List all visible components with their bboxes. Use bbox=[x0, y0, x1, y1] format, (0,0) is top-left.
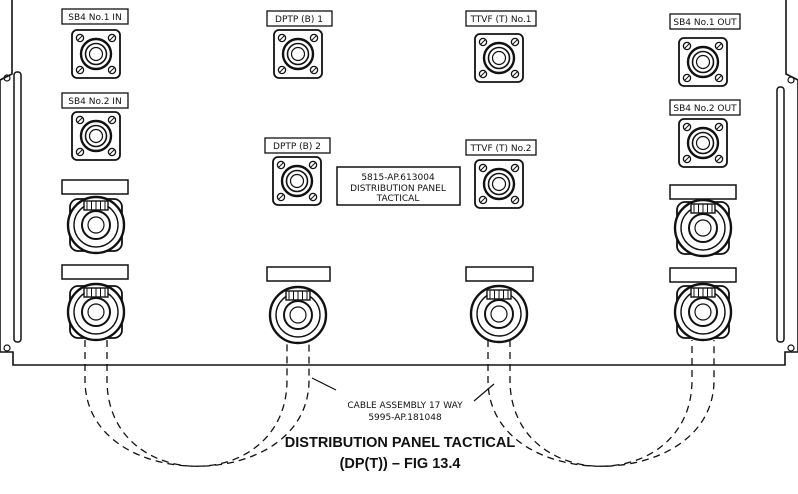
svg-text:DPTP (B) 2: DPTP (B) 2 bbox=[273, 142, 321, 152]
connector-sb4-no2-in bbox=[71, 111, 121, 161]
cable-leader-line bbox=[473, 383, 495, 402]
label-dptp-b-1: DPTP (B) 1 bbox=[266, 10, 333, 27]
connector-plugged-left-upper bbox=[66, 195, 126, 255]
connector-ttvf-t-no1 bbox=[474, 33, 524, 83]
connector-plugged-right-lower bbox=[673, 282, 733, 342]
connector-plugged-centre-right bbox=[469, 284, 529, 344]
cable-assembly-label: CABLE ASSEMBLY 17 WAY bbox=[347, 401, 463, 411]
panel-outline bbox=[0, 0, 798, 366]
label-ttvf-t-no1: TTVF (T) No.1 bbox=[465, 10, 537, 27]
svg-text:5815-AP.613004: 5815-AP.613004 bbox=[361, 173, 435, 183]
connector-dptp-b-1 bbox=[273, 29, 323, 79]
blank-label-plate bbox=[61, 179, 129, 195]
label-sb4-no2-in: SB4 No.2 IN bbox=[61, 92, 129, 109]
connector-plugged-left-lower bbox=[66, 282, 126, 342]
connector-ttvf-t-no2 bbox=[474, 159, 524, 209]
nameplate: 5815-AP.613004 DISTRIBUTION PANEL TACTIC… bbox=[336, 166, 461, 206]
right-handle bbox=[776, 86, 785, 343]
mount-slot bbox=[787, 344, 795, 352]
connector-plugged-centre-left bbox=[268, 285, 328, 345]
connector-sb4-no2-out bbox=[678, 118, 728, 168]
svg-text:TACTICAL: TACTICAL bbox=[376, 194, 420, 204]
svg-text:SB4 No.2 OUT: SB4 No.2 OUT bbox=[673, 104, 737, 114]
label-sb4-no2-out: SB4 No.2 OUT bbox=[669, 99, 741, 116]
connector-sb4-no1-out bbox=[678, 37, 728, 87]
cable-loop-left bbox=[84, 340, 310, 467]
svg-text:SB4 No.2 IN: SB4 No.2 IN bbox=[68, 97, 121, 107]
caption-title: DISTRIBUTION PANEL TACTICAL bbox=[285, 435, 516, 451]
blank-label-plate bbox=[669, 184, 737, 200]
connector-plugged-right-upper bbox=[673, 198, 733, 258]
svg-text:DISTRIBUTION PANEL: DISTRIBUTION PANEL bbox=[350, 184, 446, 194]
mount-slot bbox=[3, 74, 11, 82]
connector-sb4-no1-in bbox=[71, 29, 121, 79]
label-sb4-no1-out: SB4 No.1 OUT bbox=[669, 13, 741, 30]
svg-text:SB4 No.1 OUT: SB4 No.1 OUT bbox=[673, 18, 737, 28]
connector-dptp-b-2 bbox=[272, 156, 322, 206]
svg-text:DPTP (B) 1: DPTP (B) 1 bbox=[275, 15, 323, 25]
blank-label-plate bbox=[465, 266, 534, 282]
blank-label-plate bbox=[669, 267, 737, 283]
blank-label-plate bbox=[61, 264, 129, 280]
label-ttvf-t-no2: TTVF (T) No.2 bbox=[465, 139, 537, 156]
connectors bbox=[66, 29, 733, 345]
caption-figure: (DP(T)) – FIG 13.4 bbox=[340, 456, 461, 472]
blank-label-plate bbox=[266, 266, 331, 282]
left-handle bbox=[13, 71, 22, 343]
cables bbox=[84, 340, 715, 467]
mount-slot bbox=[3, 344, 11, 352]
cable-part-number: 5995-AP.181048 bbox=[368, 413, 442, 423]
svg-text:TTVF (T) No.1: TTVF (T) No.1 bbox=[469, 15, 531, 25]
cable-loop-right bbox=[487, 340, 715, 467]
label-dptp-b-2: DPTP (B) 2 bbox=[264, 137, 331, 154]
mount-slot bbox=[787, 76, 795, 84]
svg-text:TTVF (T) No.2: TTVF (T) No.2 bbox=[469, 144, 531, 154]
label-sb4-no1-in: SB4 No.1 IN bbox=[61, 8, 129, 25]
svg-text:SB4 No.1 IN: SB4 No.1 IN bbox=[68, 13, 121, 23]
cable-leader-line bbox=[311, 377, 337, 391]
